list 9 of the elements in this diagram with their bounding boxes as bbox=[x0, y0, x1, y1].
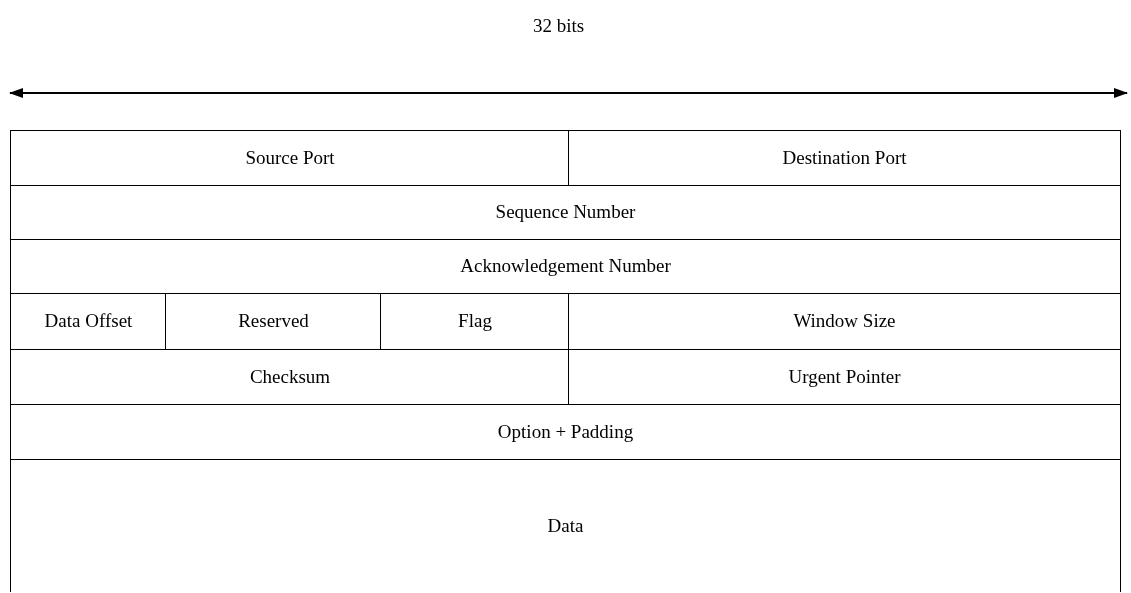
header-field: Data bbox=[10, 459, 1121, 592]
header-field: Window Size bbox=[568, 293, 1121, 350]
header-field: Source Port bbox=[10, 130, 569, 186]
header-field: Option + Padding bbox=[10, 404, 1121, 460]
header-field: Urgent Pointer bbox=[568, 349, 1121, 405]
width-label: 32 bits bbox=[533, 16, 585, 35]
header-field: Sequence Number bbox=[10, 185, 1121, 240]
header-field: Acknowledgement Number bbox=[10, 239, 1121, 294]
header-field: Destination Port bbox=[568, 130, 1121, 186]
